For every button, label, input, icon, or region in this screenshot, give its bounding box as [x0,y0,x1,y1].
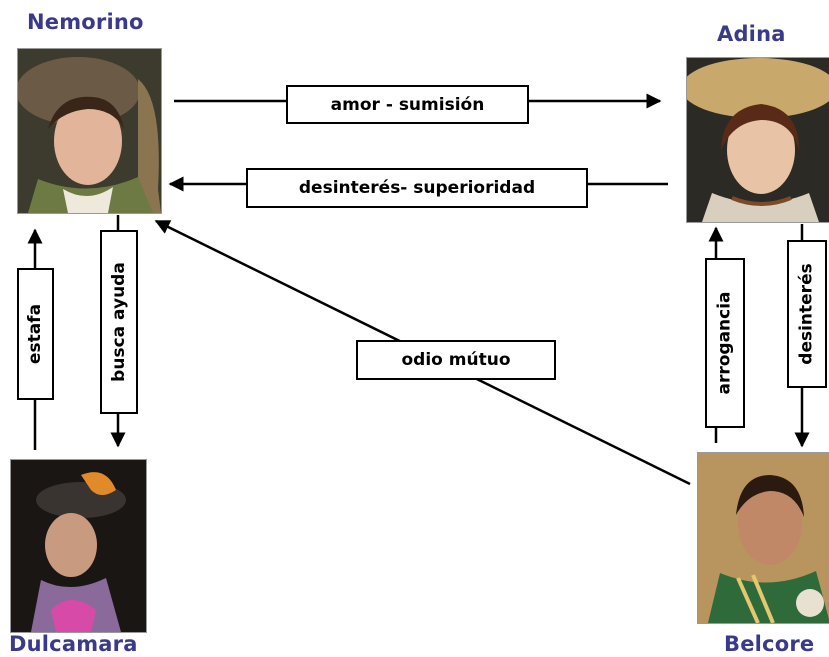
label-estafa: estafa [17,268,54,400]
name-belcore: Belcore [724,632,815,656]
label-amor-sumision: amor - sumisión [286,85,529,124]
label-odio-mutuo: odio mútuo [356,340,556,380]
label-busca-ayuda-text: busca ayuda [109,262,130,382]
name-nemorino: Nemorino [27,10,144,34]
photo-nemorino [17,48,162,214]
label-arrogancia-text: arrogancia [715,291,736,395]
label-desinteres: desinterés [787,240,827,388]
label-busca-ayuda: busca ayuda [100,230,138,414]
photo-adina [686,57,829,223]
name-adina: Adina [717,22,786,46]
label-arrogancia: arrogancia [705,258,745,428]
photo-belcore [697,452,829,624]
name-dulcamara: Dulcamara [9,632,138,656]
label-desinteres-superioridad: desinterés- superioridad [246,168,588,208]
label-estafa-text: estafa [25,303,46,365]
photo-dulcamara [10,459,147,633]
label-desinteres-text: desinterés [797,263,817,365]
